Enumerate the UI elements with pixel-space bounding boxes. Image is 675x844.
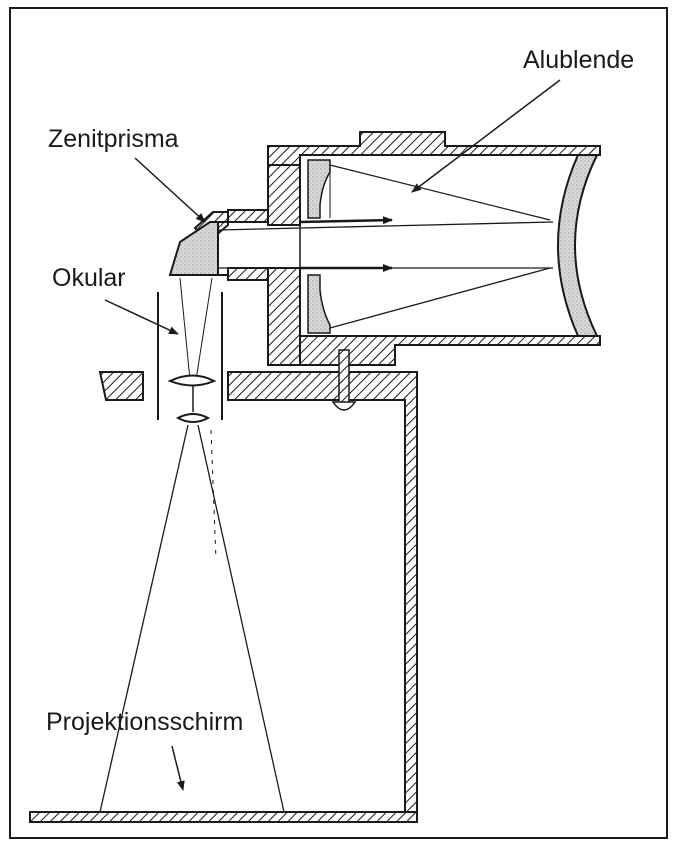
projection-screen [29,811,418,823]
eyepiece [157,292,223,423]
ray-arrow-upper [299,216,393,225]
support-bracket [98,349,418,821]
leader-zenitprisma [134,157,206,223]
eyepiece-lens-upper [167,374,217,387]
leader-alublende [411,79,561,193]
projection-cone [99,424,285,813]
figure-frame [9,7,668,839]
aluminium-baffle [307,159,331,334]
telescope-tube [227,131,601,366]
label-okular: Okular [52,264,126,292]
light-rays [179,164,554,381]
label-zenitprisma: Zenitprisma [48,125,179,153]
eyepiece-lens-lower [175,413,211,423]
label-projektionsschirm: Projektionsschirm [46,708,243,736]
primary-mirror [557,154,599,337]
zenith-prism [168,211,229,276]
mounting-screw [338,349,350,406]
leader-projektionsschirm [171,745,185,791]
leader-okular [104,299,179,335]
label-alublende: Alublende [523,46,634,74]
